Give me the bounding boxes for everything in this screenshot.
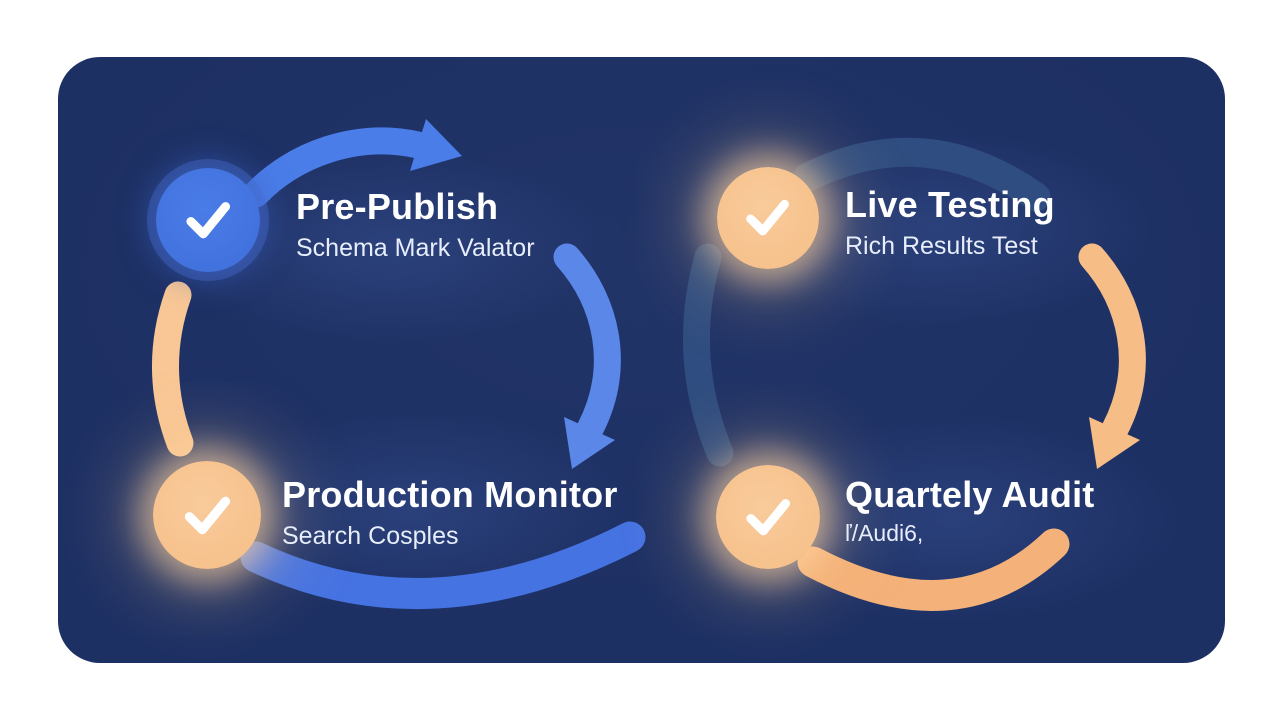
step-subtitle: Search Cosples [282,521,459,550]
arrow-down-left-cycle-head-icon [564,417,615,469]
arc-top-right-muted-icon [793,137,1051,212]
arrow-top-left-head-icon [410,119,462,171]
step-subtitle: ľ/Audi6, [845,519,924,546]
step-live-testing: Live Testing Rich Results Test [845,185,1055,261]
arrow-top-left-icon [242,127,432,208]
step-subtitle: Schema Mark Valator [296,233,535,262]
arc-left-orange-icon [152,281,194,457]
step-quarterly-audit: Quartely Audit ľ/Audi6, [845,475,1095,547]
workflow-card: Pre-Publish Schema Mark Valator Live Tes… [58,57,1225,663]
step-subtitle: Rich Results Test [845,231,1038,260]
arc-left-right-cycle-muted-icon [682,243,734,467]
step-production-monitor: Production Monitor Search Cosples [282,475,618,551]
check-icon [186,201,230,239]
step-title: Live Testing [845,184,1055,225]
check-badge-pre-publish [156,168,260,272]
cycle-arrows-layer [152,119,1146,611]
step-title: Pre-Publish [296,186,499,227]
arrow-down-left-cycle-icon [553,243,621,443]
arc-bottom-left-blue-icon [240,521,646,609]
arrow-down-right-cycle-icon [1078,243,1146,443]
check-icon [184,496,230,534]
check-badge-production-monitor [153,461,261,569]
step-title: Quartely Audit [845,474,1095,515]
step-title: Production Monitor [282,474,618,515]
arrow-down-right-cycle-head-icon [1089,417,1140,469]
step-pre-publish: Pre-Publish Schema Mark Valator [296,187,535,263]
check-icon [746,200,790,236]
arc-bottom-right-orange-icon [797,528,1070,611]
check-badge-quarterly-audit [716,465,820,569]
check-badge-live-testing [717,167,819,269]
check-icon [746,498,790,536]
